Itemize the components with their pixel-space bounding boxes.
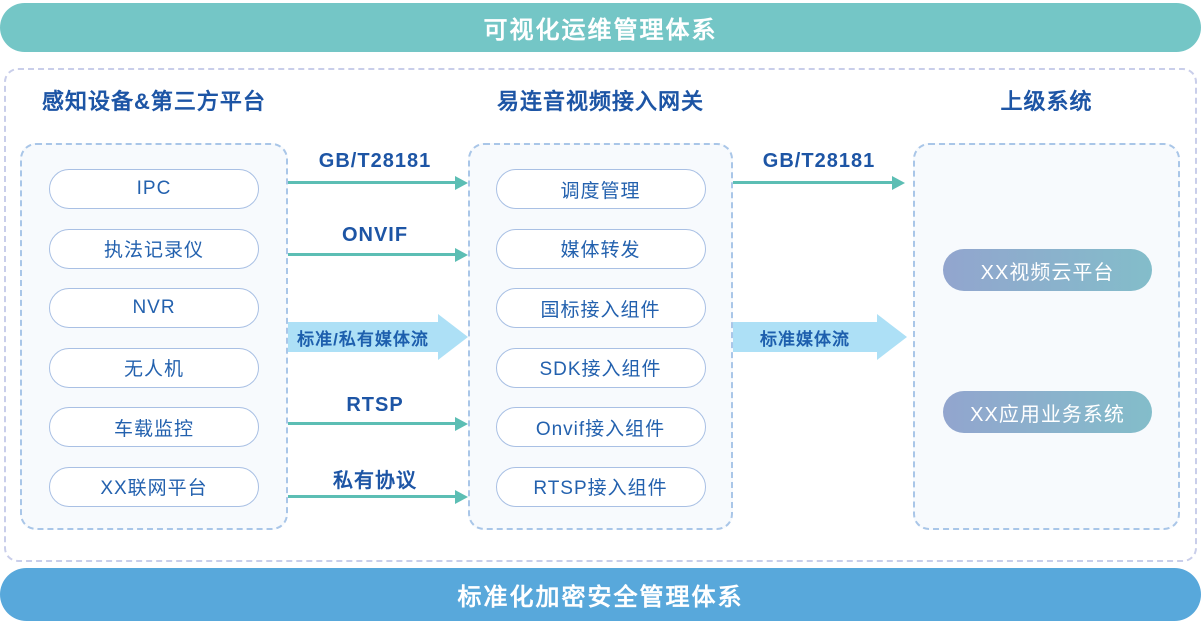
flow-arrow-private-protocol (288, 489, 468, 504)
pill-drone: 无人机 (49, 347, 259, 388)
bottom-banner: 标准化加密安全管理体系 (0, 568, 1201, 621)
pill-xx-video-cloud: XX视频云平台 (943, 249, 1152, 291)
flow-label-private-protocol: 私有协议 (333, 469, 417, 492)
pill-xx-network-platform: XX联网平台 (49, 466, 259, 507)
pill-body-camera: 执法记录仪 (49, 228, 259, 269)
flow-arrow-rtsp (288, 416, 468, 431)
pill-vehicle-monitor: 车载监控 (49, 407, 259, 447)
flow-arrow-onvif (288, 247, 468, 262)
thick-arrowhead-icon (438, 314, 468, 360)
arrowhead-icon (455, 175, 468, 190)
flow-thick-arrow-std-media: 标准媒体流 (733, 322, 877, 352)
pill-media-forward: 媒体转发 (495, 228, 706, 269)
devices-group-box: IPC 执法记录仪 NVR 无人机 车载监控 XX联网平台 (20, 143, 288, 530)
pill-rtsp-access: RTSP接入组件 (495, 466, 706, 507)
pill-gb-access: 国标接入组件 (495, 288, 706, 328)
pill-nvr: NVR (49, 288, 259, 328)
pill-onvif-access: Onvif接入组件 (495, 407, 706, 447)
pill-ipc: IPC (49, 169, 259, 209)
pill-dispatch-mgmt: 调度管理 (495, 169, 706, 209)
column-header-devices: 感知设备&第三方平台 (42, 89, 266, 114)
flow-label-std-private-media: 标准/私有媒体流 (297, 329, 429, 349)
thick-arrowhead-icon (877, 314, 907, 360)
column-header-gateway: 易连音视频接入网关 (496, 89, 704, 114)
flow-arrow-gbt28181-right (733, 175, 905, 190)
upper-group-box: XX视频云平台 XX应用业务系统 (913, 143, 1180, 530)
bottom-banner-label: 标准化加密安全管理体系 (457, 584, 744, 611)
arrowhead-icon (892, 175, 905, 190)
flow-thick-arrow-std-private-media: 标准/私有媒体流 (288, 322, 438, 352)
top-banner-label: 可视化运维管理体系 (483, 17, 718, 44)
pill-sdk-access: SDK接入组件 (495, 347, 706, 388)
gateway-pill-stack: 调度管理 媒体转发 国标接入组件 SDK接入组件 Onvif接入组件 RTSP接… (470, 145, 731, 528)
flow-label-std-media: 标准媒体流 (760, 329, 850, 349)
top-banner: 可视化运维管理体系 (0, 3, 1201, 52)
arrowhead-icon (455, 416, 468, 431)
gateway-group-box: 调度管理 媒体转发 国标接入组件 SDK接入组件 Onvif接入组件 RTSP接… (468, 143, 733, 530)
flow-label-onvif: ONVIF (341, 223, 409, 246)
pill-xx-business-system: XX应用业务系统 (943, 391, 1152, 433)
devices-pill-stack: IPC 执法记录仪 NVR 无人机 车载监控 XX联网平台 (22, 145, 286, 528)
column-header-upper: 上级系统 (1000, 89, 1093, 114)
arrowhead-icon (455, 489, 468, 504)
flow-label-gbt28181-left: GB/T28181 (318, 149, 432, 172)
arrowhead-icon (455, 247, 468, 262)
flow-arrow-gbt28181-left (288, 175, 468, 190)
flow-label-rtsp: RTSP (346, 393, 404, 416)
flow-label-gbt28181-right: GB/T28181 (762, 149, 876, 172)
